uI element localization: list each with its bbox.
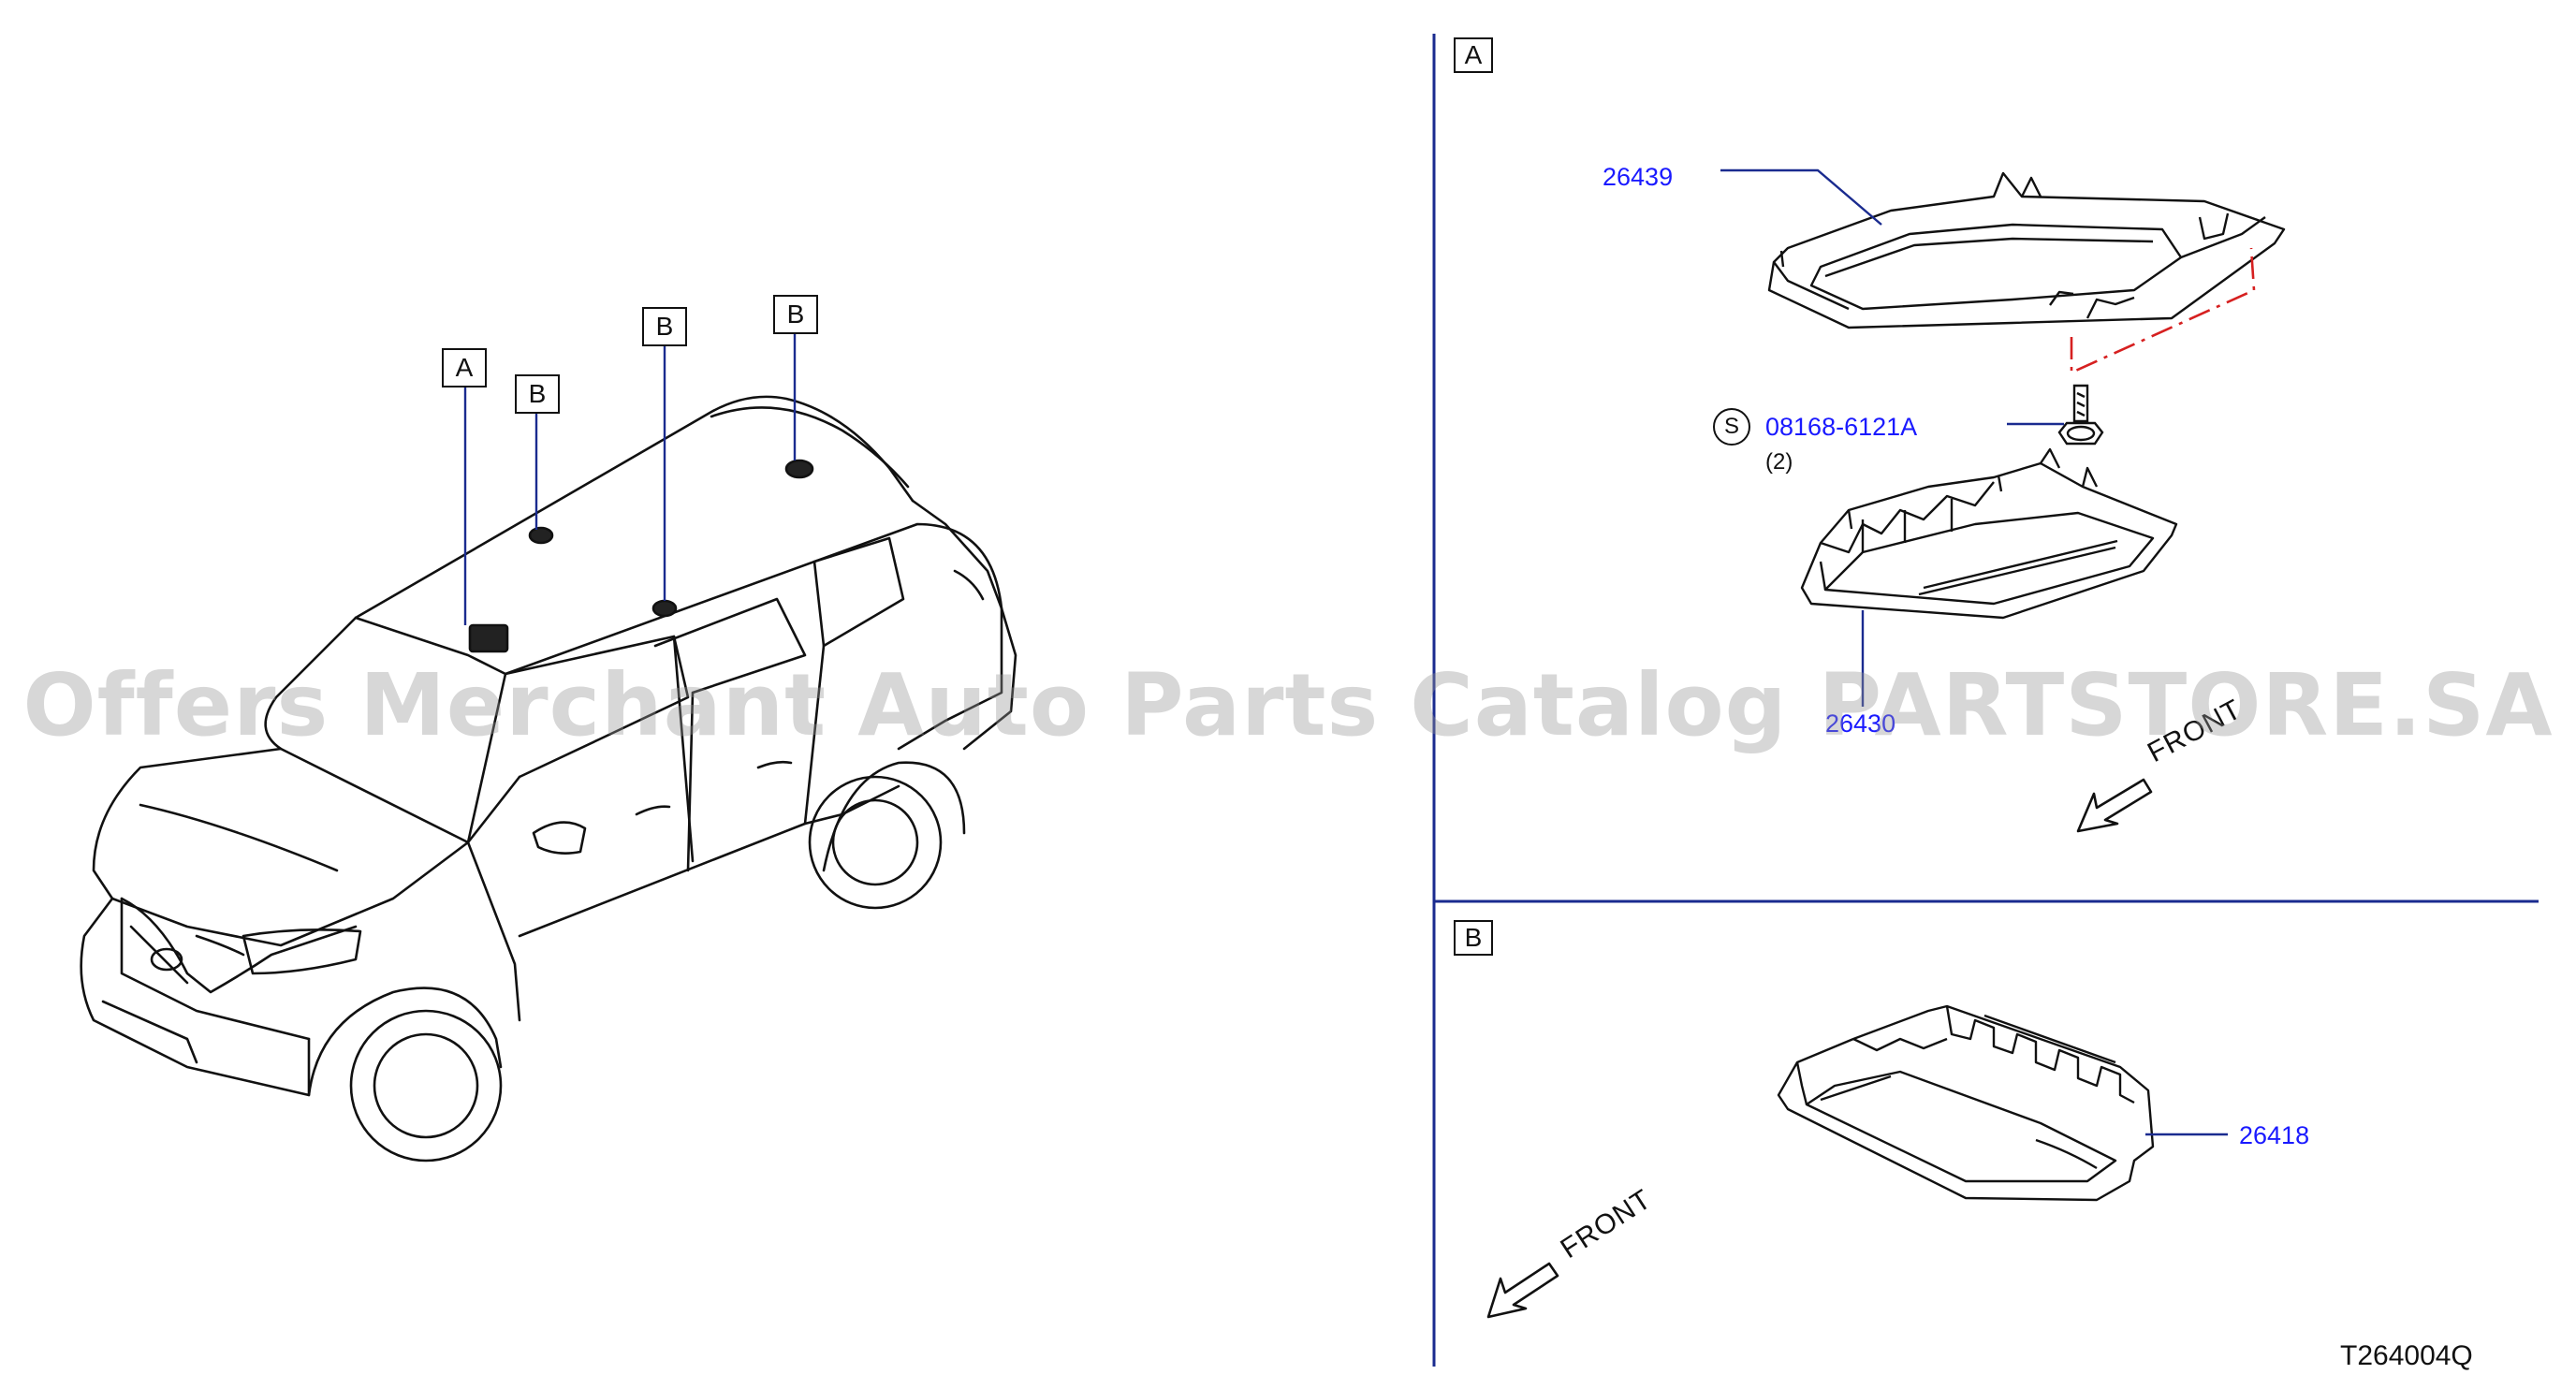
front-arrow-b <box>1486 1262 1559 1319</box>
vehicle-illustration <box>80 395 1017 1162</box>
part-26439-bracket <box>1767 171 2286 329</box>
callout-b-box[interactable]: B <box>515 374 560 414</box>
part-number-26439[interactable]: 26439 <box>1603 163 1674 191</box>
section-a-leaders <box>1720 168 2064 707</box>
part-quantity: (2) <box>1765 449 1793 475</box>
section-b-label: B <box>1454 920 1493 956</box>
alignment-line <box>2070 247 2256 375</box>
part-26418-lamp <box>1777 1004 2155 1202</box>
callout-b-box[interactable]: B <box>773 295 818 334</box>
section-dividers <box>1432 34 2539 1367</box>
front-arrow-a <box>2076 778 2153 833</box>
figure-code: T264004Q <box>2340 1340 2473 1371</box>
part-number-26418[interactable]: 26418 <box>2239 1121 2310 1149</box>
callout-b-box[interactable]: B <box>642 307 687 346</box>
section-a-label: A <box>1454 37 1493 73</box>
overview-leaders <box>463 333 797 625</box>
standard-part-symbol: S <box>1713 408 1750 446</box>
callout-a-box[interactable]: A <box>442 348 487 387</box>
part-26430-lamp <box>1800 447 2178 620</box>
part-number-08168-6121A[interactable]: 08168-6121A <box>1765 413 1918 441</box>
screw <box>2057 384 2104 446</box>
part-number-26430[interactable]: 26430 <box>1825 709 1896 738</box>
